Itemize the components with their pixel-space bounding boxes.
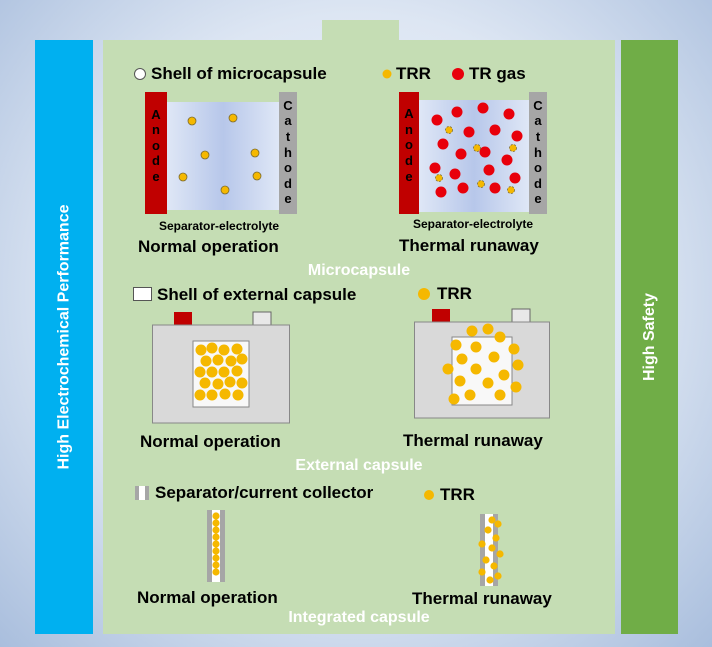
tr-gas-legend-icon [452,68,464,80]
external-normal-battery [152,311,290,424]
micro-runaway-anode [399,92,419,214]
micro-runaway-separator-label: Separator-electrolyte [413,217,534,231]
integrated-normal-operation-label: Normal operation [137,588,278,607]
integrated-thermal-runaway-label: Thermal runaway [412,589,552,608]
separator-legend-icon [135,486,149,500]
integrated-normal-separator [207,510,225,582]
section-label-microcapsule: Microcapsule [307,262,411,279]
legend-shell-microcapsule: Shell of microcapsule [151,64,327,83]
shell-microcapsule-legend-icon [134,68,146,80]
micro-thermal-runaway-label: Thermal runaway [399,236,539,255]
external-normal-trr [194,342,248,401]
micro-runaway-broken-capsules [435,126,517,194]
external-runaway-trr [442,323,524,405]
micro-normal-capsules [178,113,262,195]
micro-normal-anode [145,92,167,214]
integrated-normal-trr [212,512,220,576]
micro-normal-operation-label: Normal operation [138,237,279,256]
right-bar-high-safety: High Safety [621,40,678,634]
micro-normal-separator-label: Separator-electrolyte [159,219,280,233]
integrated-runaway-trr [478,516,504,584]
micro-normal-cell [145,92,297,214]
micro-normal-cathode [279,92,297,214]
legend-integrated-trr: TRR [440,485,475,504]
micro-runaway-gas [429,102,523,198]
external-runaway-battery [414,308,550,419]
legend-tr-gas: TR gas [469,64,526,83]
panel-tab [322,20,399,42]
left-bar-label: High Electrochemical Performance [55,204,73,470]
shell-external-legend-icon [133,287,152,301]
micro-runaway-cell [399,92,547,214]
external-thermal-runaway-label: Thermal runaway [403,431,543,450]
left-bar-high-electrochemical-performance: High Electrochemical Performance [35,40,93,634]
legend-separator: Separator/current collector [155,483,374,502]
integrated-trr-legend-icon [424,490,434,500]
micro-runaway-cathode [529,92,547,214]
external-normal-operation-label: Normal operation [140,432,281,451]
legend-shell-external: Shell of external capsule [157,285,357,304]
section-label-integrated-capsule: Integrated capsule [288,609,430,626]
right-bar-label: High Safety [640,292,658,382]
legend-trr: TRR [396,64,431,83]
trr-legend-icon [382,69,392,79]
external-trr-legend-icon [418,288,430,300]
integrated-runaway-separator [478,514,504,586]
section-label-external-capsule: External capsule [295,457,423,474]
legend-external-trr: TRR [437,284,472,303]
